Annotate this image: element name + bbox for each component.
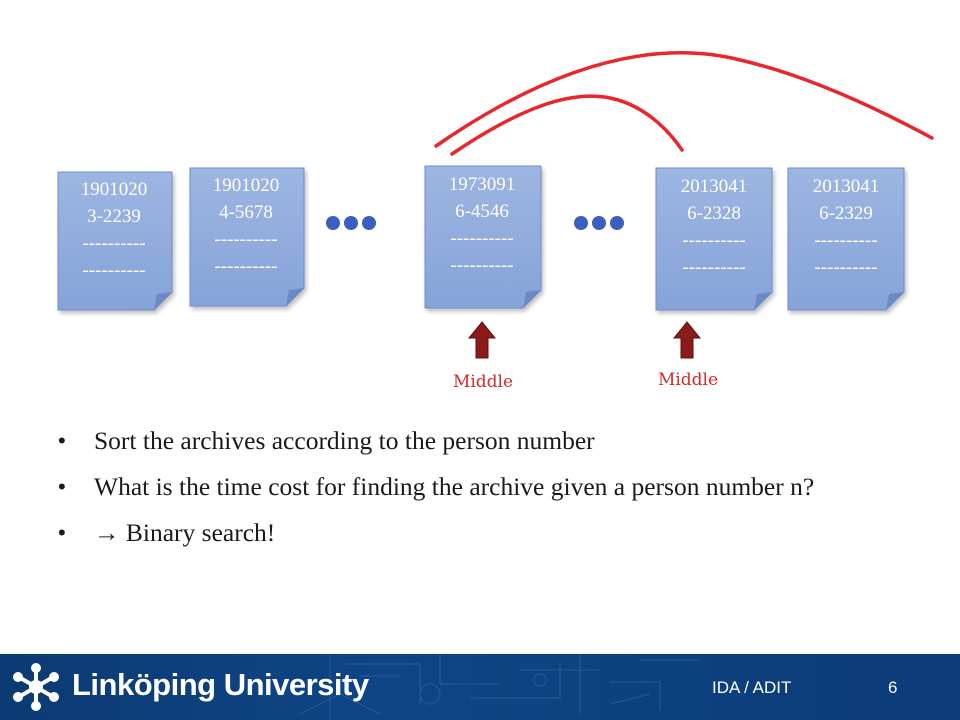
doc-placeholder-line: ---------- [82, 233, 145, 254]
doc-number-part1: 2013041 [681, 176, 748, 197]
bullet-dot: • [58, 428, 66, 453]
bullet-dot: • [58, 520, 66, 545]
doc-number-part2: 3-2239 [87, 206, 141, 227]
department-label: IDA / ADIT [712, 678, 792, 697]
doc-placeholder-line: ---------- [450, 228, 513, 249]
archive-document-middle [424, 165, 542, 309]
doc-placeholder-line: ---------- [682, 257, 745, 278]
page-number: 6 [888, 678, 898, 697]
middle-label: Middle [453, 372, 513, 392]
ellipsis-icon [326, 216, 376, 230]
bullet-dot: • [58, 474, 66, 499]
bullet-item: • What is the time cost for finding the … [58, 471, 878, 503]
university-name: Linköping University [72, 667, 369, 702]
bullet-text: What is the time cost for finding the ar… [94, 472, 815, 501]
doc-placeholder-line: ---------- [682, 230, 745, 251]
archive-document [57, 171, 173, 311]
doc-number-part2: 4-5678 [219, 202, 273, 223]
search-arc-outer [434, 51, 934, 148]
bullet-item: • Sort the archives according to the per… [58, 425, 878, 457]
archive-document [655, 167, 773, 311]
doc-number-part1: 1973091 [449, 174, 516, 195]
bullet-list: • Sort the archives according to the per… [58, 425, 878, 563]
arrow-up-icon [672, 321, 702, 359]
bullet-text: Sort the archives according to the perso… [94, 426, 595, 455]
search-arc-inner [450, 94, 684, 156]
archive-document [787, 167, 905, 311]
doc-placeholder-line: ---------- [814, 257, 877, 278]
doc-placeholder-line: ---------- [214, 256, 277, 277]
middle-label: Middle [658, 370, 718, 390]
doc-number-part1: 1901020 [81, 179, 148, 200]
arrow-up-icon [467, 321, 497, 359]
bullet-text: → Binary search! [94, 518, 276, 547]
doc-number-part1: 2013041 [813, 176, 880, 197]
footer-pattern [299, 654, 700, 720]
doc-number-part2: 6-4546 [455, 201, 509, 222]
doc-number-part2: 6-2328 [687, 203, 741, 224]
university-logo-icon [13, 663, 59, 711]
doc-placeholder-line: ---------- [214, 229, 277, 250]
bullet-item: • → Binary search! [58, 517, 878, 549]
archive-document [189, 167, 305, 307]
doc-placeholder-line: ---------- [814, 230, 877, 251]
doc-placeholder-line: ---------- [82, 260, 145, 281]
ellipsis-icon [574, 216, 624, 230]
doc-number-part2: 6-2329 [819, 203, 873, 224]
doc-placeholder-line: ---------- [450, 255, 513, 276]
doc-number-part1: 1901020 [213, 175, 280, 196]
footer-bar: Linköping University IDA / ADIT 6 [0, 654, 960, 720]
